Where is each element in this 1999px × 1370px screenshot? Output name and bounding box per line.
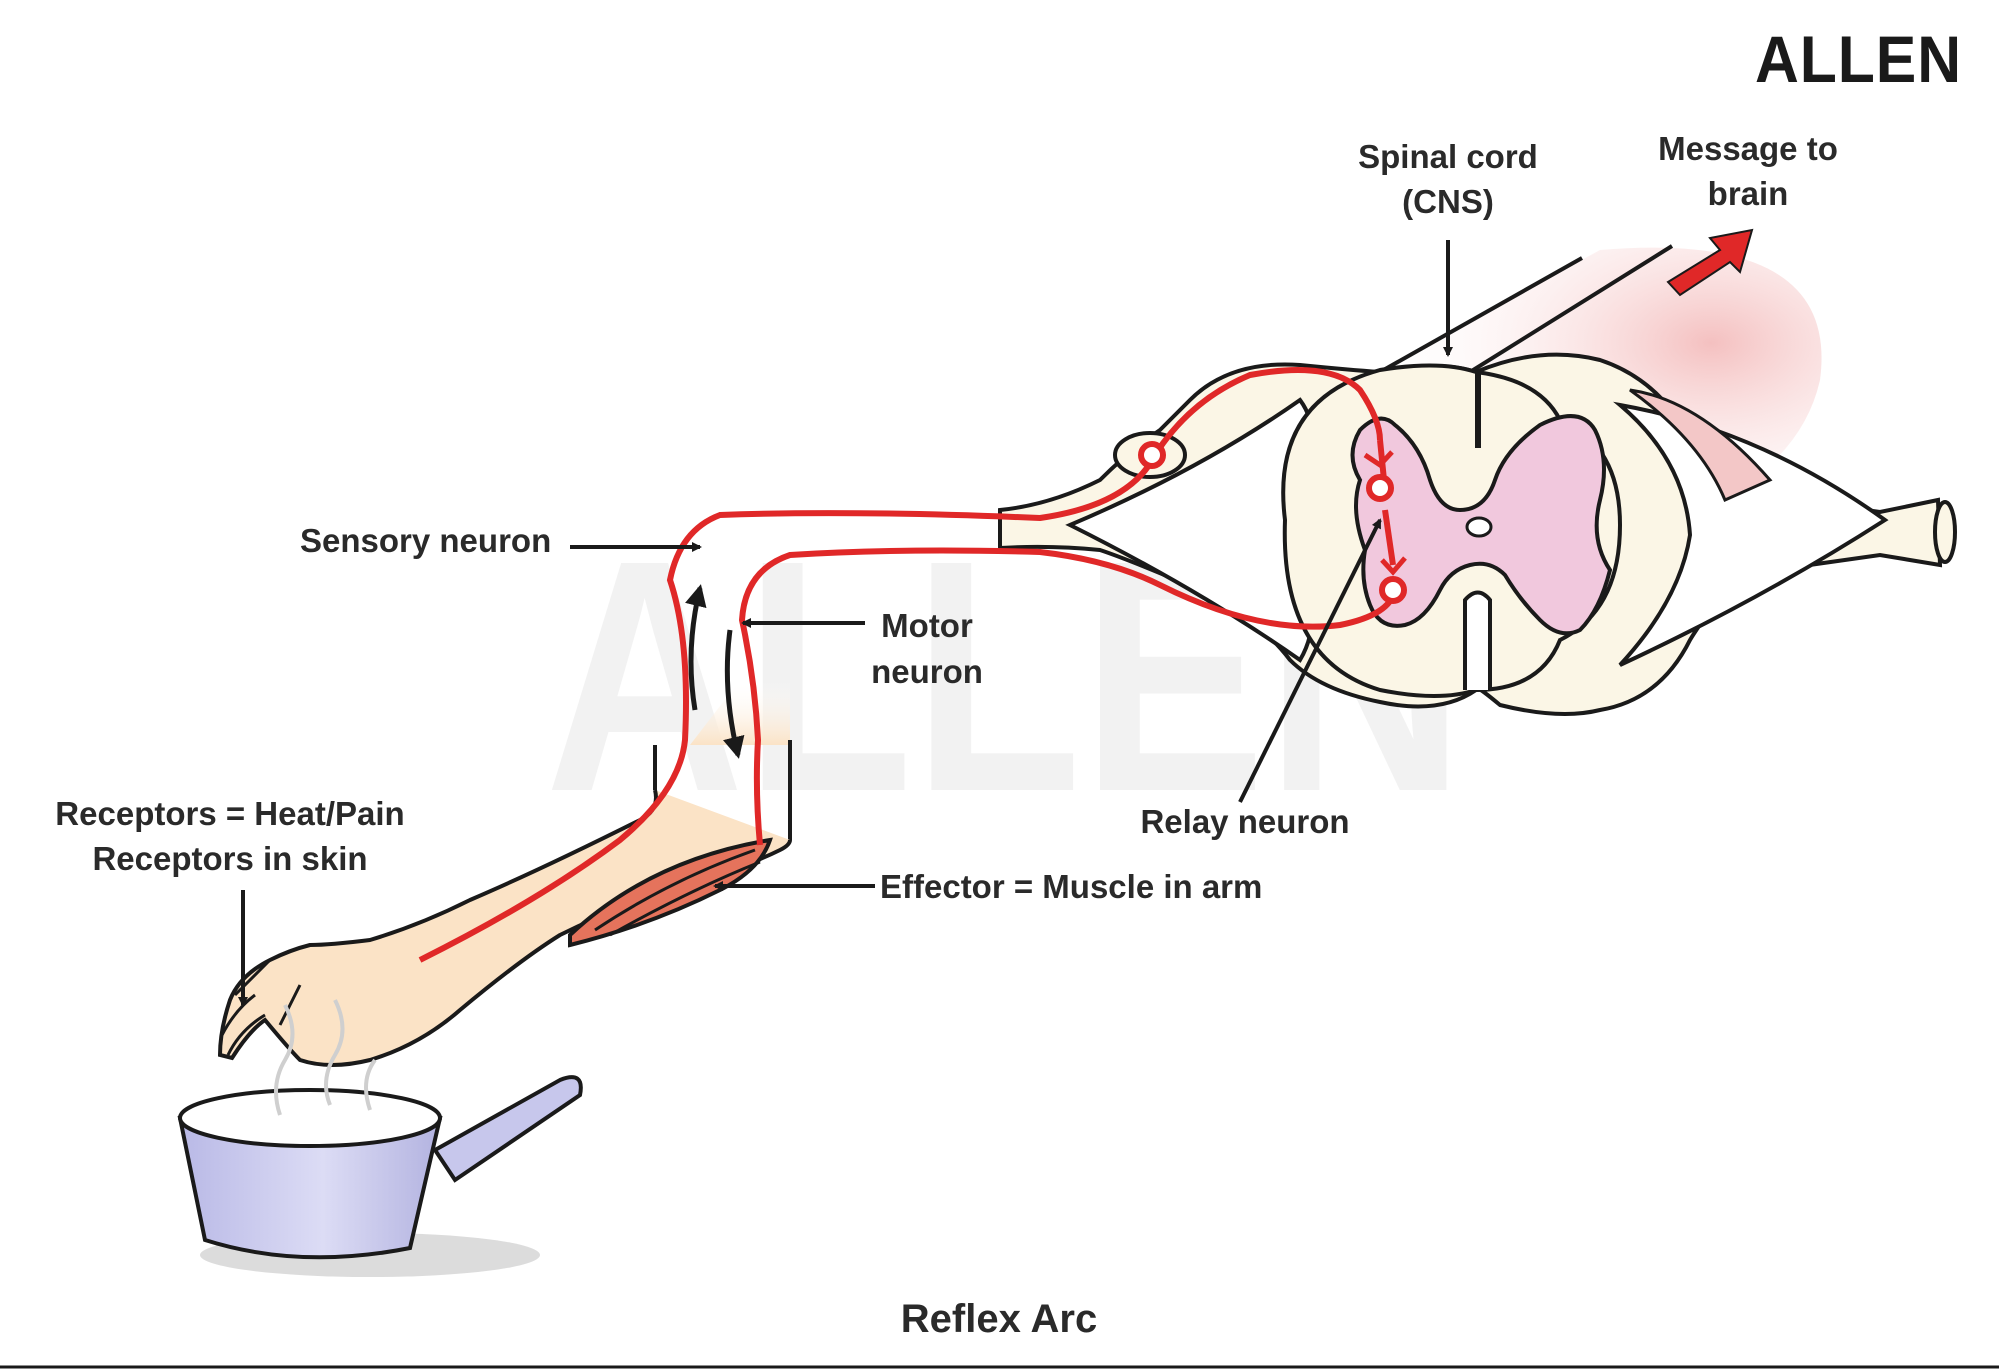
relay-cell-body [1366, 474, 1394, 502]
allen-logo: ALLEN [1755, 22, 1962, 96]
sensory-cell-body [1138, 441, 1166, 469]
label-motor-line1: Motor [881, 607, 973, 644]
muscle-fibers [594, 848, 761, 937]
motor-neuron-path [738, 547, 1398, 846]
motor-cell-body [1379, 576, 1407, 604]
hand-fingers [220, 958, 302, 1056]
pan-handle [432, 1075, 583, 1183]
spinal-cord-top-edge-left [1379, 256, 1583, 374]
impulse-down-arrow [723, 629, 745, 759]
label-receptors-line2: Receptors in skin [92, 840, 367, 877]
label-sensory-neuron: Sensory neuron [300, 522, 551, 559]
pan-rim [178, 1088, 442, 1148]
leader-relay-neuron [1238, 518, 1382, 803]
pan-body [177, 1116, 443, 1260]
label-spinal-cord-line1: Spinal cord [1358, 138, 1538, 175]
label-effector: Effector = Muscle in arm [880, 868, 1262, 905]
synapse-terminal-1 [1363, 450, 1394, 469]
label-relay-neuron: Relay neuron [1140, 803, 1349, 840]
central-canal [1465, 516, 1493, 538]
label-spinal-cord-line2: (CNS) [1402, 183, 1494, 220]
label-receptors-line1: Receptors = Heat/Pain [55, 795, 404, 832]
synapse-terminal-2 [1380, 556, 1407, 576]
message-to-brain-arrow [1666, 228, 1754, 297]
spinal-nerve-right-gap [1613, 401, 1889, 667]
spinal-nerve-end [1933, 500, 1957, 564]
diagram-caption: Reflex Arc [901, 1297, 1097, 1341]
label-message-line1: Message to [1658, 130, 1838, 167]
label-motor-line2: neuron [871, 653, 983, 690]
steam [274, 999, 377, 1116]
impulse-up-arrow [685, 584, 707, 711]
label-message-line2: brain [1708, 175, 1789, 212]
sensory-neuron-path [418, 367, 1383, 963]
ventral-fissure [1463, 590, 1492, 690]
spinal-nerve-right-pink [1629, 388, 1773, 502]
spinal-cord-top-edge-right [1468, 244, 1674, 374]
